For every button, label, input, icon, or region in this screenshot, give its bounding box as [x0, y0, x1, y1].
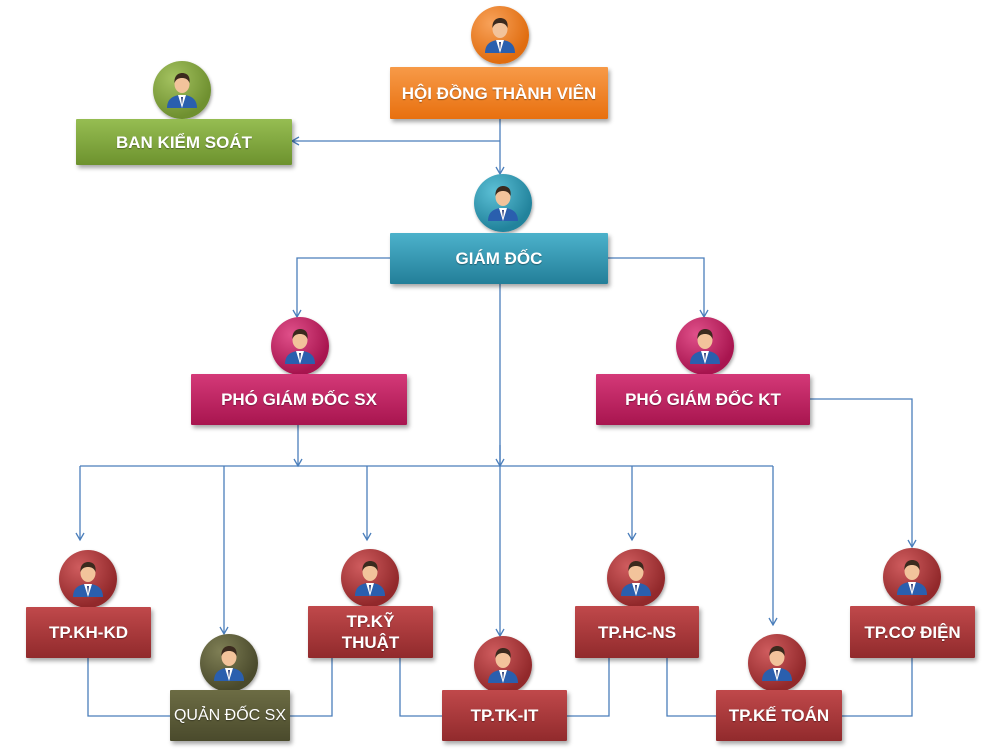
- person-icon: [285, 329, 315, 364]
- avatar-tpkt: [341, 549, 399, 607]
- connector-tpcodien-tpketoan: [842, 658, 913, 717]
- node-label: HỘI ĐỒNG THÀNH VIÊN: [401, 83, 597, 103]
- connector-tpkt-qdsx: [290, 658, 333, 717]
- person-icon: [488, 648, 518, 683]
- node-label: TP.KỸ THUẬT: [341, 612, 400, 652]
- node-label: BAN KIỂM SOÁT: [116, 132, 252, 152]
- node-ban-kiem-soat[interactable]: BAN KIỂM SOÁT: [76, 119, 292, 165]
- node-pho-giam-doc-kt[interactable]: PHÓ GIÁM ĐỐC KT: [596, 374, 810, 425]
- node-tp-kh-kd[interactable]: TP.KH-KD: [26, 607, 151, 658]
- connector-tphcns-tpketoan: [666, 658, 716, 717]
- person-icon: [488, 186, 518, 221]
- person-icon: [897, 560, 927, 595]
- node-tp-tk-it[interactable]: TP.TK-IT: [442, 690, 567, 741]
- node-quan-doc-sx[interactable]: QUẢN ĐỐC SX: [170, 690, 290, 741]
- node-label: GIÁM ĐỐC: [455, 249, 543, 268]
- node-tp-ky-thuat[interactable]: TP.KỸ THUẬT: [308, 606, 433, 658]
- node-label: TP.KH-KD: [48, 623, 129, 642]
- node-label: TP.CƠ ĐIỆN: [864, 622, 961, 642]
- avatar-tphcns: [607, 549, 665, 607]
- person-icon: [355, 561, 385, 596]
- avatar-gd: [474, 174, 532, 232]
- person-icon: [621, 561, 651, 596]
- node-label: TP.HC-NS: [597, 622, 677, 642]
- node-tp-hc-ns[interactable]: TP.HC-NS: [575, 606, 699, 658]
- connector-tpkt-tptkit: [399, 658, 442, 717]
- connector-tphcns-tptkit: [567, 658, 610, 717]
- avatar-tpcodien: [883, 548, 941, 606]
- node-label: PHÓ GIÁM ĐỐC KT: [625, 390, 781, 409]
- person-icon: [167, 73, 197, 108]
- node-label: PHÓ GIÁM ĐỐC SX: [221, 390, 377, 409]
- person-icon: [214, 646, 244, 681]
- connector-tpkhkd-qdsx: [87, 658, 170, 717]
- node-pho-giam-doc-sx[interactable]: PHÓ GIÁM ĐỐC SX: [191, 374, 407, 425]
- node-label: TP.TK-IT: [470, 706, 539, 725]
- avatar-hdtv: [471, 6, 529, 64]
- person-icon: [485, 18, 515, 53]
- person-icon: [73, 562, 103, 597]
- avatar-bks: [153, 61, 211, 119]
- node-tp-ke-toan[interactable]: TP.KẾ TOÁN: [716, 690, 842, 741]
- node-label: QUẢN ĐỐC SX: [173, 707, 286, 724]
- person-icon: [762, 646, 792, 681]
- avatar-qdsx: [200, 634, 258, 692]
- person-icon: [690, 329, 720, 364]
- connector-gd-pgdkt: [608, 257, 709, 319]
- avatar-tpkhkd: [59, 550, 117, 608]
- avatar-pgdkt: [676, 317, 734, 375]
- avatar-tptkit: [474, 636, 532, 694]
- node-giam-doc[interactable]: GIÁM ĐỐC: [390, 233, 608, 284]
- avatar-tpketoan: [748, 634, 806, 692]
- node-hoi-dong-thanh-vien[interactable]: HỘI ĐỒNG THÀNH VIÊN: [390, 67, 608, 119]
- avatar-pgdsx: [271, 317, 329, 375]
- node-tp-co-dien[interactable]: TP.CƠ ĐIỆN: [850, 606, 975, 658]
- connector-gd-pgdsx: [292, 257, 390, 319]
- node-label: TP.KẾ TOÁN: [728, 706, 830, 725]
- connector-pgdkt-tpcodien: [810, 398, 917, 549]
